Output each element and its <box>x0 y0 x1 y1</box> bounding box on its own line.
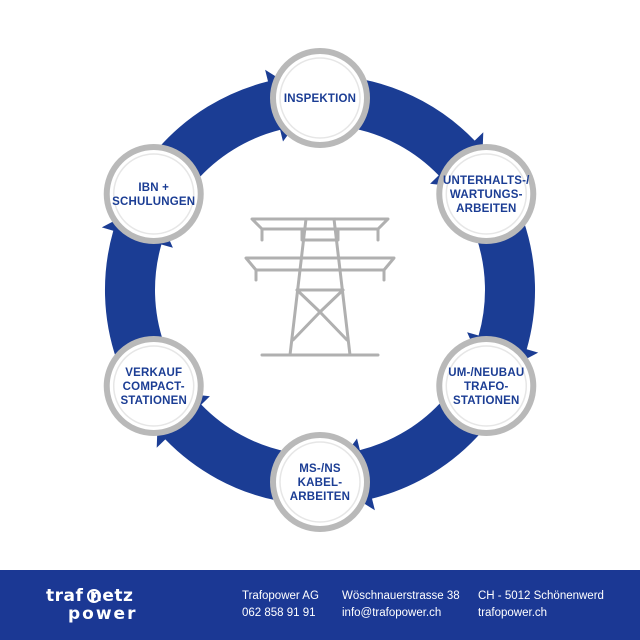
company-name: Trafopower AG <box>242 590 319 602</box>
node-inner-ring <box>279 441 361 523</box>
node-circle <box>436 144 537 244</box>
logo-line-1: traf netz <box>46 586 134 606</box>
node-circle <box>103 336 204 436</box>
node-label-line: ARBEITEN <box>456 203 516 215</box>
node-label-line: IBN + <box>138 182 169 194</box>
footer-col-company: Trafopower AG 062 858 91 91 <box>242 588 319 622</box>
node-label-line: TRAFO- <box>464 381 509 393</box>
node-label-line: ARBEITEN <box>290 491 350 503</box>
node-kabel: MS-/NS KABEL- ARBEITEN <box>270 432 370 532</box>
node-inspektion: INSPEKTION <box>270 48 370 148</box>
service-cycle-diagram: INSPEKTIONUNTERHALTS-/WARTUNGS-ARBEITENU… <box>101 48 539 532</box>
node-label-line: COMPACT- <box>123 381 185 393</box>
node-verkauf: VERKAUF COMPACT- STATIONEN <box>103 336 204 436</box>
footer: traf netz power Trafopower AG 062 858 91… <box>0 570 640 640</box>
node-inner-ring <box>279 57 361 139</box>
node-label-line: VERKAUF <box>125 367 182 379</box>
node-inner-ring <box>445 345 528 427</box>
node-inner-ring <box>445 153 528 235</box>
email-link[interactable]: info@trafopower.ch <box>342 607 442 619</box>
node-label-line: UM-/NEUBAU <box>448 367 524 379</box>
company-logo: traf netz power <box>46 584 156 628</box>
node-label-line: STATIONEN <box>120 395 187 407</box>
node-circle <box>436 336 537 436</box>
node-label-line: UNTERHALTS-/ <box>443 175 530 187</box>
node-label-line: KABEL- <box>298 477 343 489</box>
node-circle <box>270 48 370 148</box>
cycle-nodes: INSPEKTIONUNTERHALTS-/WARTUNGS-ARBEITENU… <box>103 48 537 532</box>
node-inner-ring <box>112 345 195 427</box>
power-pylon-icon <box>244 217 396 357</box>
logo-line-2: power <box>68 604 138 624</box>
footer-col-address: Wöschnauerstrasse 38 info@trafopower.ch <box>342 588 460 622</box>
city-address: CH - 5012 Schönenwerd <box>478 590 604 602</box>
node-circle <box>270 432 370 532</box>
node-label-line: WARTUNGS- <box>450 189 523 201</box>
street-address: Wöschnauerstrasse 38 <box>342 590 460 602</box>
node-label-line: STATIONEN <box>453 395 520 407</box>
node-circle <box>103 144 204 244</box>
node-inner-ring <box>112 153 195 235</box>
node-label-line: INSPEKTION <box>284 93 356 105</box>
node-label-line: SCHULUNGEN <box>112 196 195 208</box>
node-umbau: UM-/NEUBAU TRAFO- STATIONEN <box>436 336 537 436</box>
node-label-line: MS-/NS <box>299 463 341 475</box>
footer-col-location: CH - 5012 Schönenwerd trafopower.ch <box>478 588 604 622</box>
node-unterhalt: UNTERHALTS-/ WARTUNGS- ARBEITEN <box>436 144 537 244</box>
node-ibn: IBN + SCHULUNGEN <box>103 144 204 244</box>
logo-circle-icon <box>87 589 101 603</box>
website-link[interactable]: trafopower.ch <box>478 607 548 619</box>
phone-number[interactable]: 062 858 91 91 <box>242 607 316 619</box>
